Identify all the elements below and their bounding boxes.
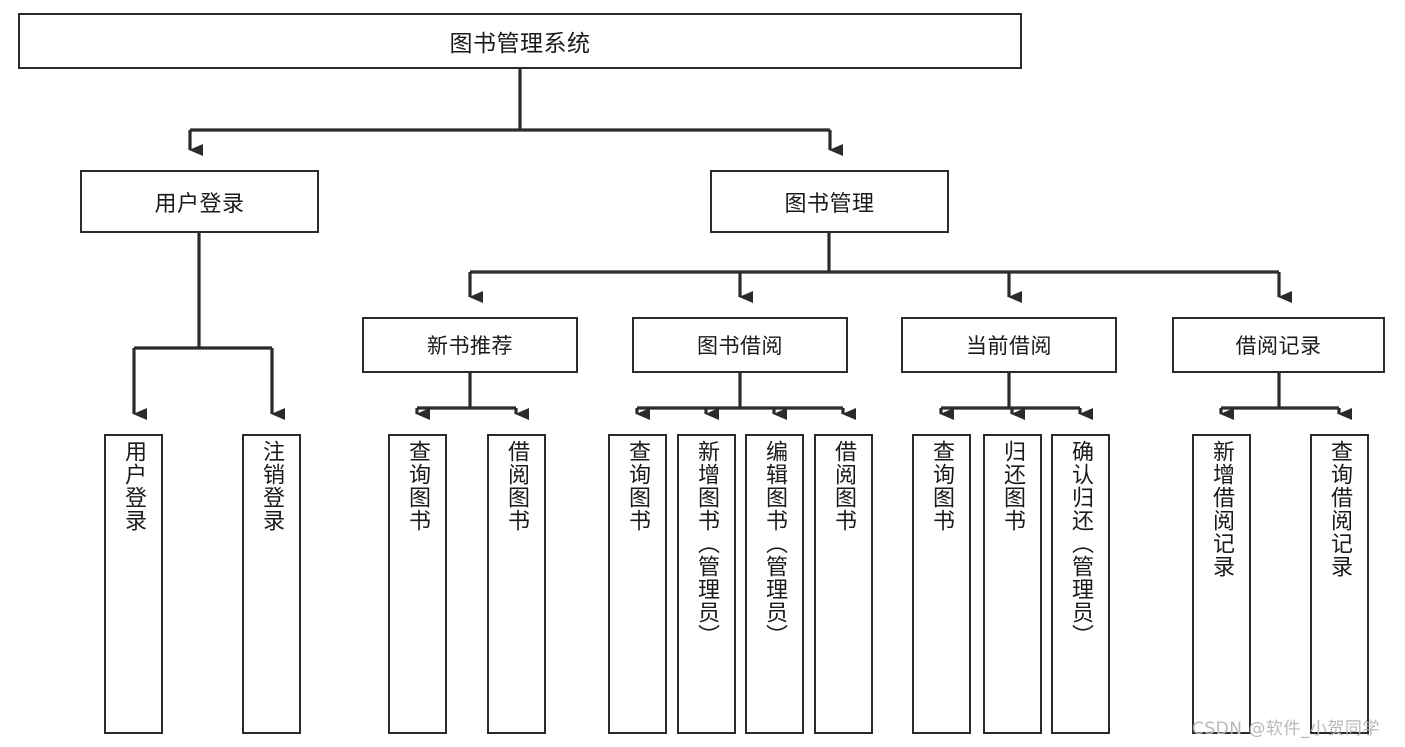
- node-leaf-return-book-label: 归还图书: [1000, 440, 1026, 532]
- node-leaf-return-book[interactable]: 归还图书: [983, 434, 1042, 734]
- node-user-login-label: 用户登录: [154, 191, 245, 217]
- node-book-manage[interactable]: 图书管理: [710, 170, 949, 233]
- node-leaf-borrow-book-2-label: 借阅图书: [831, 440, 857, 532]
- node-current-borrow[interactable]: 当前借阅: [901, 317, 1117, 373]
- node-leaf-logout[interactable]: 注销登录: [242, 434, 301, 734]
- node-leaf-edit-book-label: 编辑图书（管理员）: [762, 440, 788, 647]
- node-leaf-add-book-label: 新增图书（管理员）: [694, 440, 720, 647]
- node-leaf-add-book[interactable]: 新增图书（管理员）: [677, 434, 736, 734]
- node-leaf-confirm-return[interactable]: 确认归还（管理员）: [1051, 434, 1110, 734]
- node-leaf-query-record-label: 查询借阅记录: [1327, 440, 1353, 578]
- node-leaf-user-login[interactable]: 用户登录: [104, 434, 163, 734]
- node-borrow-record-label: 借阅记录: [1235, 334, 1322, 358]
- node-leaf-borrow-book-1[interactable]: 借阅图书: [487, 434, 546, 734]
- node-leaf-add-record[interactable]: 新增借阅记录: [1192, 434, 1251, 734]
- node-leaf-query-book-3-label: 查询图书: [929, 440, 955, 532]
- node-leaf-query-book-2[interactable]: 查询图书: [608, 434, 667, 734]
- node-current-borrow-label: 当前借阅: [966, 334, 1052, 358]
- node-book-borrow-label: 图书借阅: [697, 334, 783, 358]
- node-leaf-query-book-1-label: 查询图书: [405, 440, 431, 532]
- node-leaf-add-record-label: 新增借阅记录: [1209, 440, 1235, 578]
- node-leaf-query-book-2-label: 查询图书: [625, 440, 651, 532]
- node-root-label: 图书管理系统: [449, 31, 591, 57]
- node-new-book-rec[interactable]: 新书推荐: [362, 317, 578, 373]
- node-leaf-query-book-3[interactable]: 查询图书: [912, 434, 971, 734]
- node-leaf-query-book-1[interactable]: 查询图书: [388, 434, 447, 734]
- node-book-borrow[interactable]: 图书借阅: [632, 317, 848, 373]
- node-root[interactable]: 图书管理系统: [18, 13, 1022, 69]
- node-new-book-rec-label: 新书推荐: [427, 334, 513, 358]
- node-book-manage-label: 图书管理: [784, 191, 875, 217]
- node-leaf-confirm-return-label: 确认归还（管理员）: [1068, 440, 1094, 647]
- node-leaf-query-record[interactable]: 查询借阅记录: [1310, 434, 1369, 734]
- node-leaf-edit-book[interactable]: 编辑图书（管理员）: [745, 434, 804, 734]
- node-leaf-logout-label: 注销登录: [259, 440, 285, 532]
- node-leaf-borrow-book-2[interactable]: 借阅图书: [814, 434, 873, 734]
- node-borrow-record[interactable]: 借阅记录: [1172, 317, 1385, 373]
- node-leaf-borrow-book-1-label: 借阅图书: [504, 440, 530, 532]
- node-leaf-user-login-label: 用户登录: [121, 440, 147, 532]
- node-user-login[interactable]: 用户登录: [80, 170, 319, 233]
